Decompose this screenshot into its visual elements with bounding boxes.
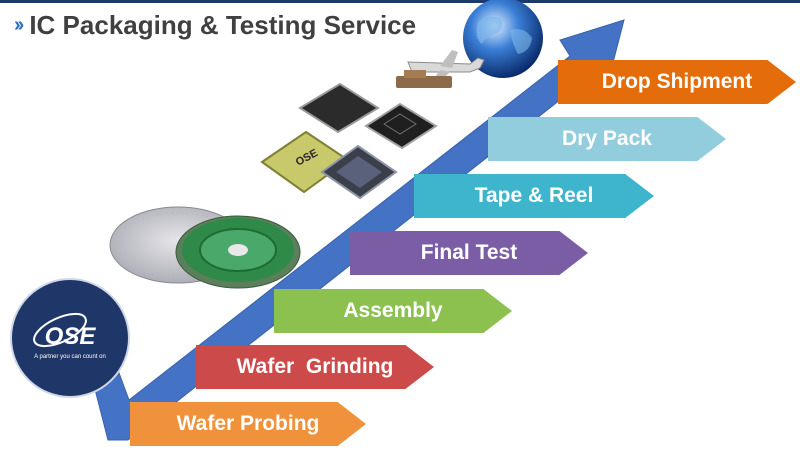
globe-icon xyxy=(463,0,543,78)
stage-label: Dry Pack xyxy=(562,127,652,150)
stage-label: Assembly xyxy=(343,299,443,322)
title-bar: ›› IC Packaging & Testing Service xyxy=(14,8,416,42)
top-accent-bar xyxy=(0,0,800,3)
stage-final-test: Final Test xyxy=(350,231,588,275)
stage-wafer-probing: Wafer Probing xyxy=(130,402,366,446)
stage-label: Wafer Grinding xyxy=(236,355,394,378)
stage-assembly: Assembly xyxy=(274,289,512,333)
double-chevron-right-icon: ›› xyxy=(14,13,24,36)
page-title: IC Packaging & Testing Service xyxy=(29,9,417,40)
logo-tagline: A partner you can count on xyxy=(34,354,106,360)
stage-label: Tape & Reel xyxy=(474,184,594,207)
chip-ose-gold-icon: OSE xyxy=(260,130,350,194)
stage-drop-shipment: Drop Shipment xyxy=(558,60,796,104)
chip-black-square-icon xyxy=(364,102,438,150)
chip-bga-icon xyxy=(320,144,398,200)
stage-wafer-grinding: Wafer Grinding xyxy=(196,345,434,389)
stage-label: Drop Shipment xyxy=(601,70,753,93)
stage-label: Final Test xyxy=(420,241,518,264)
wafer-reel-icon xyxy=(175,215,301,289)
airplane-icon xyxy=(396,50,485,88)
stage-tape-reel: Tape & Reel xyxy=(414,174,654,218)
chip-black-qfp-icon xyxy=(298,82,380,134)
stage-label: Wafer Probing xyxy=(176,412,320,435)
stage-dry-pack: Dry Pack xyxy=(488,117,726,161)
logo-text: OSE xyxy=(45,323,97,350)
ose-logo: OSE A partner you can count on xyxy=(10,278,130,398)
